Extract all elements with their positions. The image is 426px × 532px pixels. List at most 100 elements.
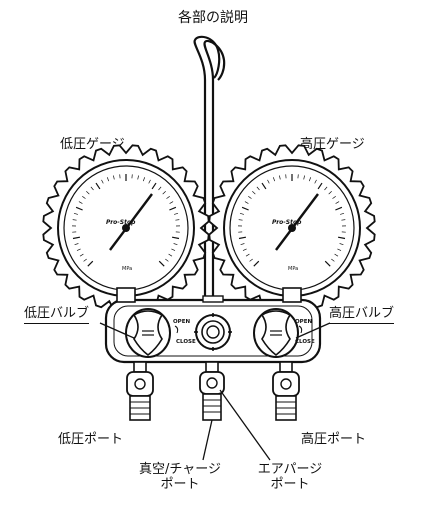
high-valve-leader [295,322,331,339]
gauge-tick [240,243,245,246]
gauge-tick [83,258,87,262]
gauge-brand: Pro-Stop [272,219,302,226]
gauge-tick [324,260,331,267]
gauge-tick [337,236,346,240]
gauge-tick [79,253,84,257]
gauge-tick [337,248,342,251]
gauge-tick [324,186,328,191]
gauge-tick [148,179,151,184]
gauge-tick [86,191,90,195]
gauge-tick [142,177,146,182]
high-valve-close-mark: CLOSE [295,339,315,345]
gauge-tick [87,260,94,267]
gauge-tick [245,253,250,257]
gauge-tick [76,248,81,251]
gauge-tick [95,182,101,190]
gauge-tick [174,212,179,215]
gauge-tick [169,201,174,204]
gauge-tick [171,248,176,251]
gauge-tick [238,236,247,240]
hanger-hook [193,35,226,300]
gauge-brand: Pro-Stop [106,219,136,226]
gauge-tick [173,243,178,246]
gauge-tick [73,212,78,215]
air-purge-leader [219,389,271,461]
leader-lines [99,322,331,461]
gauge-tick [175,219,180,221]
gauge-tick [332,196,336,199]
high-valve-open-mark: OPEN [295,319,312,325]
gauge-tick [72,236,81,240]
gauge-tick [303,175,305,180]
gauge-tick [339,243,344,246]
gauge-tick [249,258,253,262]
gauge-needle-hub [288,224,296,232]
gauge-tick [244,201,249,204]
low-valve-open-mark: OPEN [173,319,190,325]
low-valve-leader [99,322,135,339]
gauge-tick [75,206,83,211]
gauge-tick [171,236,180,240]
page-title: 各部の説明 [178,10,248,26]
gauge-tick [279,175,281,180]
high-port-label: 高圧ポート [301,432,367,447]
gauge-tick [341,219,346,221]
gauge-tick [272,177,276,182]
gauge-tick [82,196,86,199]
gauge-tick [314,179,317,184]
gauge-tick [74,243,79,246]
gauge-tick [340,212,345,215]
gauge-tick [331,258,335,262]
gauge-tick [165,258,169,262]
gauge-tick [137,175,139,180]
gauge-tick [317,182,323,190]
gauge-tick [151,182,157,190]
gauge-tick [158,260,165,267]
gauge-tick [242,248,247,251]
high-valve-label: 高圧バルブ [329,306,395,324]
gauge-tick [241,206,249,211]
gauge-tick [239,212,244,215]
gauge-tick [162,191,166,195]
gauge-tick [328,191,332,195]
gauge-tick [113,175,115,180]
vacuum-charge-leader [202,419,213,461]
gauge-tick [335,201,340,204]
gauge-unit: MPa [122,266,132,272]
gauge-tick [334,253,339,257]
high-port-fitting [272,361,300,421]
gauge-tick [101,179,104,184]
vacuum-charge-port-label: 真空/チャージ ポート [120,462,240,493]
gauge-needle-hub [122,224,130,232]
gauge-tick [168,253,173,257]
gauge-tick [253,260,260,267]
sight-glass [194,313,232,351]
gauge-tick [158,186,162,191]
gauge-needle [275,193,319,251]
gauge-tick [72,219,77,221]
high-pressure-valve-knob [253,308,299,358]
gauge-tick [78,201,83,204]
gauge-unit: MPa [288,266,298,272]
gauge-tick [248,196,252,199]
gauge-tick [106,177,110,182]
low-port-label: 低圧ポート [58,432,124,447]
low-port-fitting [126,361,154,421]
gauge-tick [169,206,177,211]
vacuum-charge-port-line1: 真空/チャージ [139,462,221,477]
low-valve-close-mark: CLOSE [176,339,196,345]
gauge-needle [109,193,153,251]
gauge-tick [335,206,343,211]
gauge-tick [256,186,260,191]
gauge-tick [308,177,312,182]
gauge-tick [252,191,256,195]
gauge-tick [267,179,270,184]
vacuum-charge-port-line2: ポート [160,476,200,492]
air-purge-port-label: エアパージ ポート [240,462,340,493]
gauge-tick [238,219,243,221]
low-pressure-valve-knob [125,308,171,358]
gauge-tick [261,182,267,190]
